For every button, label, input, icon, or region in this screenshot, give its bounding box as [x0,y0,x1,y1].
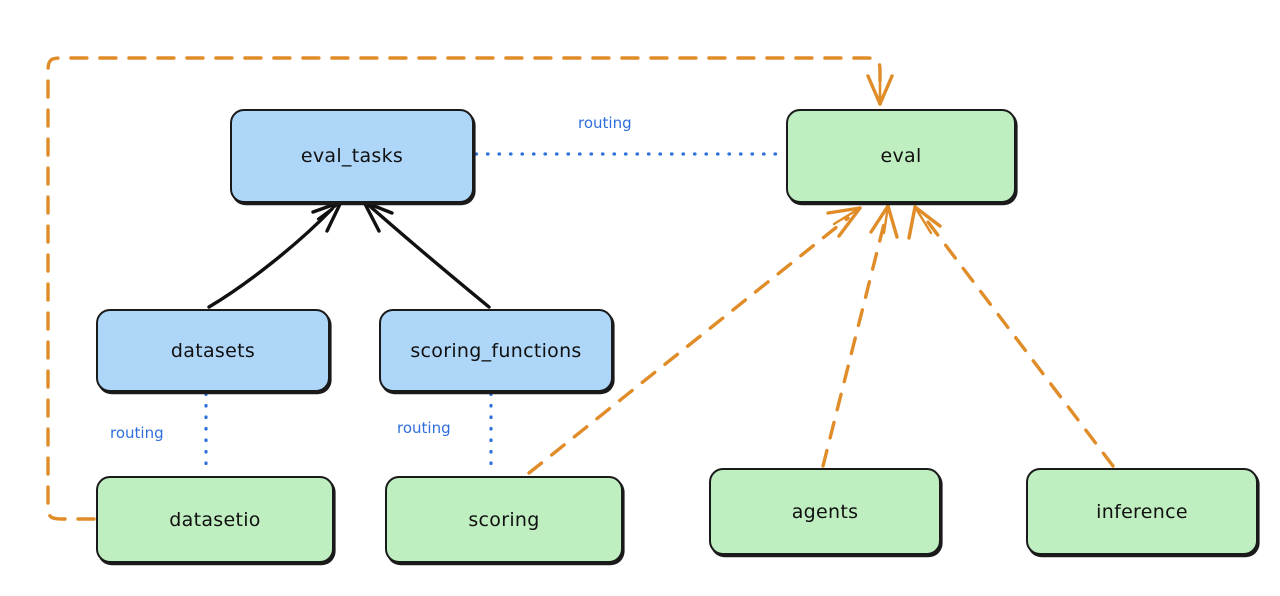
node-agents[interactable]: agents [709,468,941,555]
node-scoring-functions[interactable]: scoring_functions [379,309,613,392]
edge-label-routing-eval-tasks-eval: routing [578,114,632,132]
edge-datasets-eval_tasks [207,200,343,309]
edge-label-routing-scoring-functions-scoring: routing [397,419,451,437]
node-label: scoring [468,508,540,531]
node-datasets[interactable]: datasets [96,309,330,392]
node-scoring[interactable]: scoring [385,476,623,563]
node-label: scoring_functions [410,339,582,362]
node-label: datasetio [169,508,261,531]
node-eval-tasks[interactable]: eval_tasks [230,109,474,203]
edge-inference-eval [907,205,1115,468]
node-label: eval_tasks [300,145,404,167]
node-label: agents [791,500,859,523]
edge-label-routing-datasets-datasetio: routing [110,424,164,442]
edge-agents-eval [821,204,899,468]
node-label: datasets [170,339,256,362]
node-datasetio[interactable]: datasetio [96,476,334,563]
edge-scoring_functions-eval_tasks [362,200,491,309]
node-eval[interactable]: eval [786,109,1016,203]
node-inference[interactable]: inference [1026,468,1258,555]
node-label: eval [880,145,922,167]
node-label: inference [1096,500,1188,523]
